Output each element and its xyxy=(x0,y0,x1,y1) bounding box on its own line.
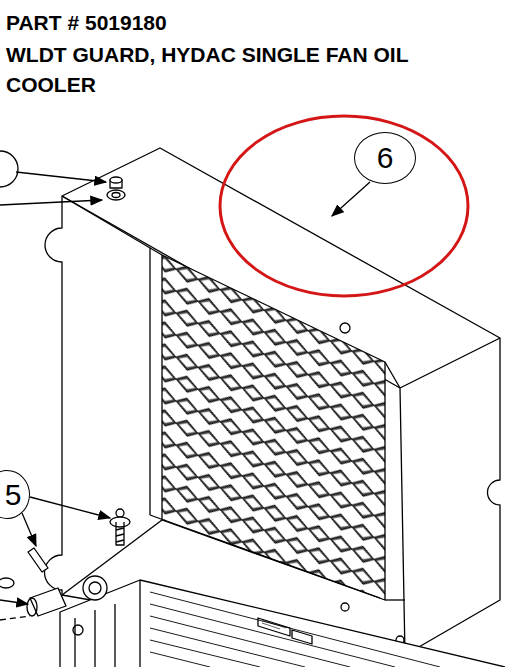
callout-circle: 5 xyxy=(0,470,30,519)
part-number-title: PART # 5019180 xyxy=(6,8,167,38)
callout-circle: 6 xyxy=(354,132,416,184)
callout-number: 5 xyxy=(5,480,22,510)
callout-number: 6 xyxy=(377,143,394,173)
part-description: WLDT GUARD, HYDAC SINGLE FAN OIL COOLER xyxy=(6,40,446,100)
